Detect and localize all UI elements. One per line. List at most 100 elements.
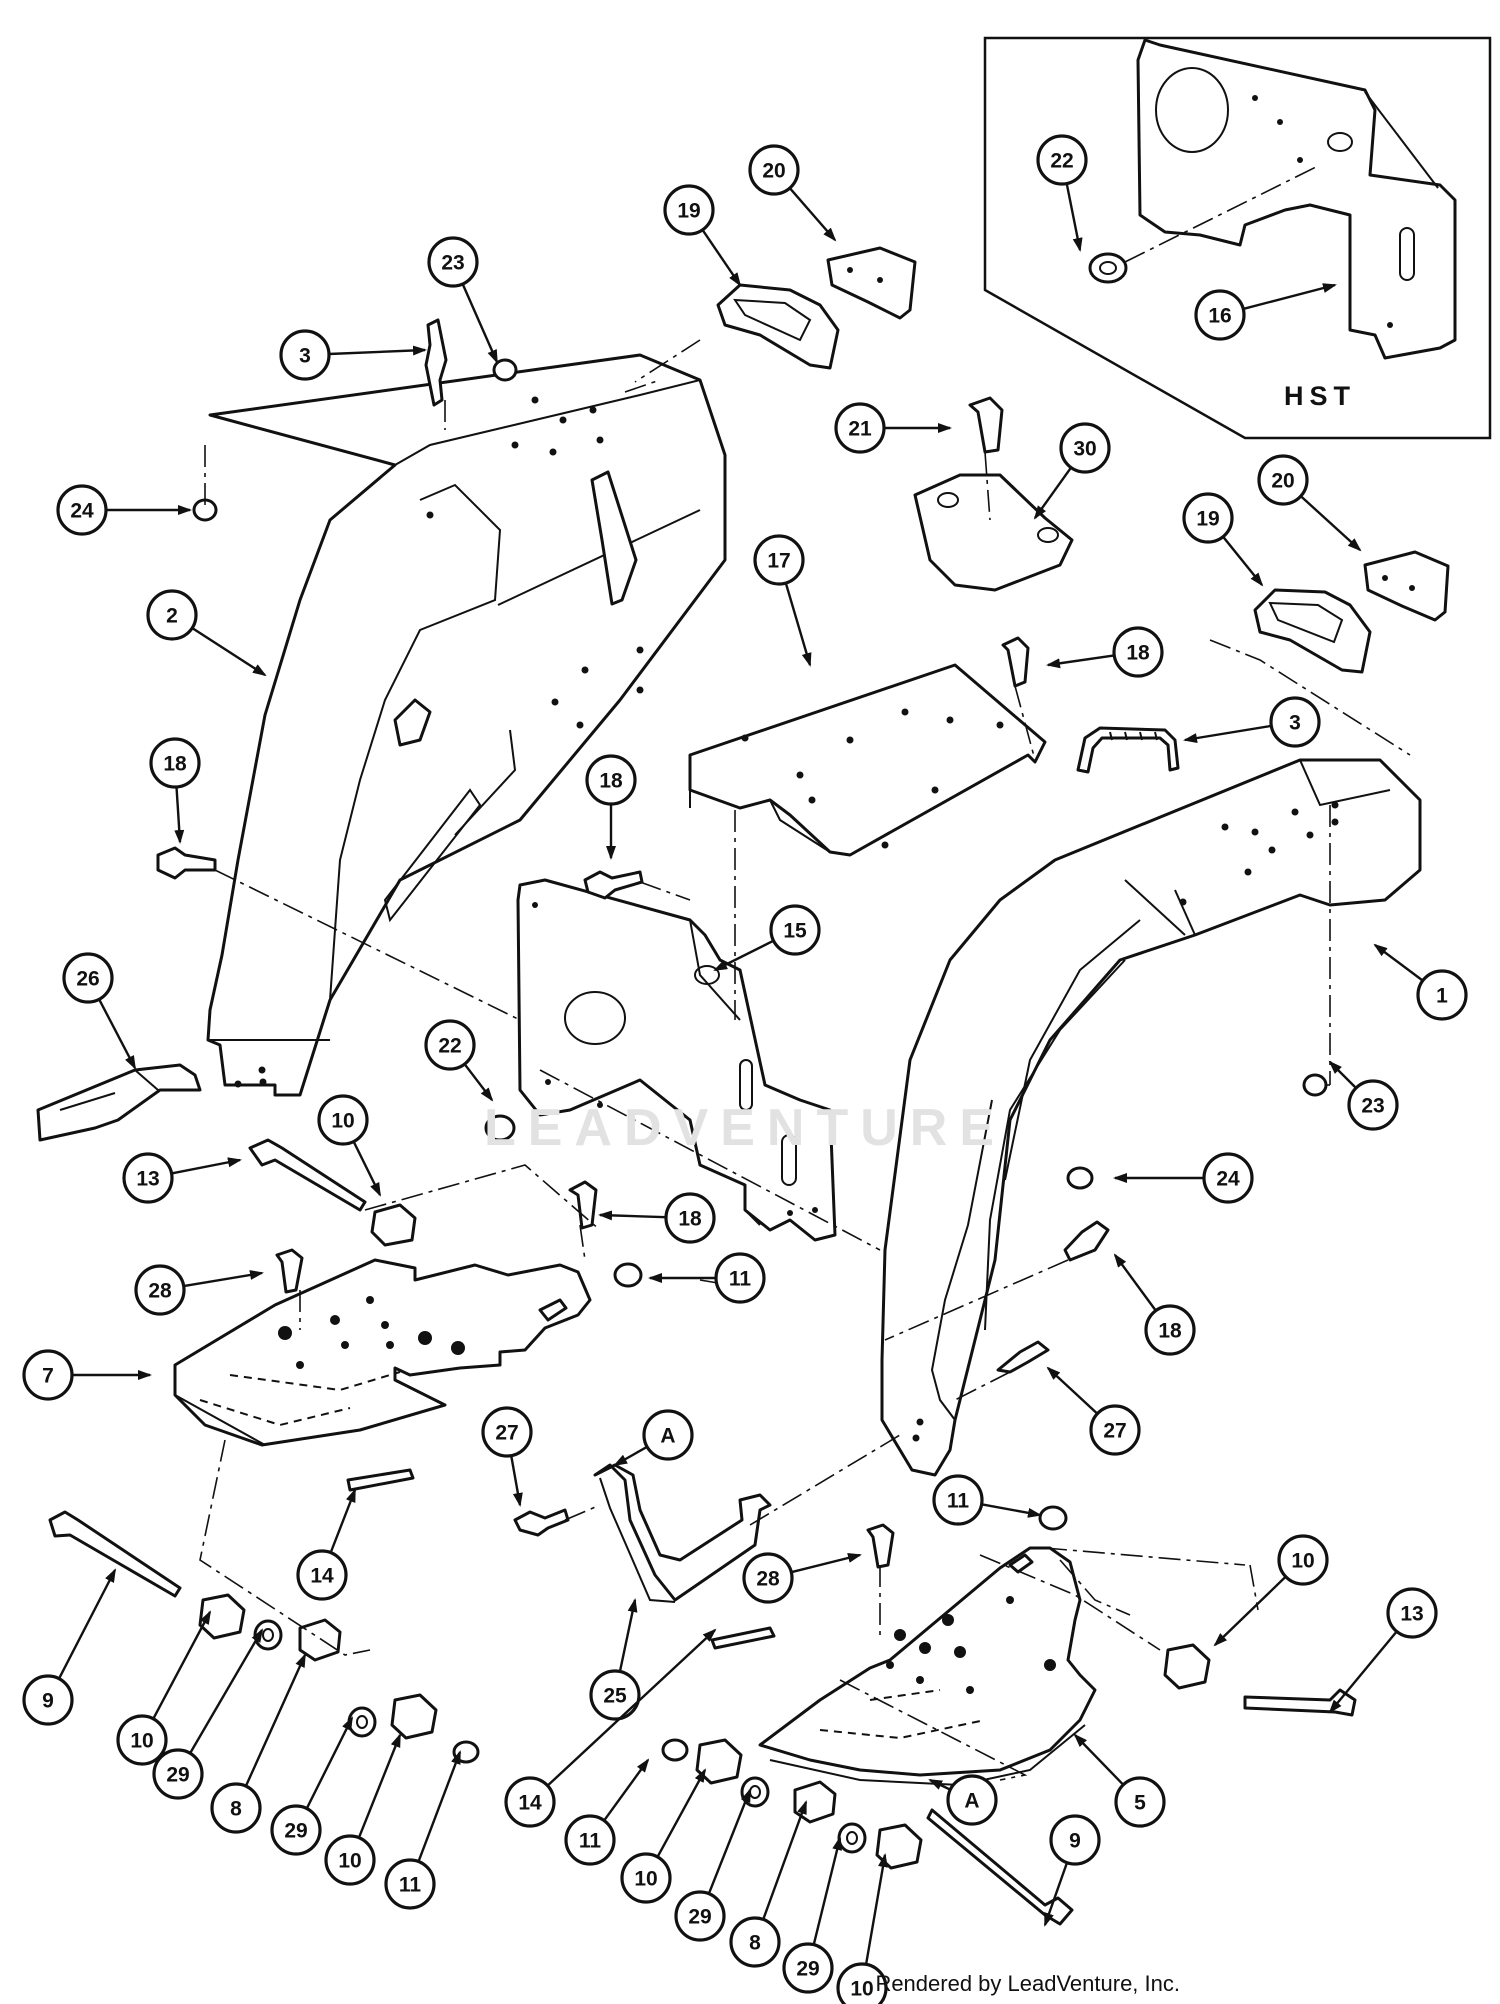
callout-number: 18 [1158,1320,1182,1343]
callout-c18c: 18 [585,754,637,860]
callout-leader-arrow [1033,466,1073,520]
callout-c13b: 13 [1328,1587,1438,1714]
callout-number: 19 [1196,508,1219,531]
callout-c27b: 27 [481,1406,533,1507]
callout-leader-arrow [328,345,427,356]
footer-credit: Rendered by LeadVenture, Inc. [875,1971,1180,1996]
callout-c19a: 19 [663,184,742,287]
callout-circle [834,402,886,454]
callout-leader-arrow [357,1733,402,1839]
callout-leader-arrow [305,1716,354,1810]
callout-c28b: 28 [742,1552,862,1604]
callout-number: 24 [1216,1168,1240,1191]
callout-c9a: 9 [22,1568,117,1726]
callout-circle [22,1349,74,1401]
callout-leader-arrow [98,998,137,1070]
callout-c11d: 11 [564,1758,650,1866]
callout-number: 9 [42,1690,54,1713]
callout-circle [589,1669,641,1721]
callout-leader-arrow [1046,654,1115,669]
callout-leader-arrow [174,786,185,844]
callout-c26: 26 [62,952,137,1070]
callout-c9b: 9 [1043,1814,1101,1927]
callout-leader-arrow [981,1503,1042,1518]
callout-c3b: 3 [1183,696,1321,748]
callout-circle [674,1890,726,1942]
callout-number: 18 [599,770,623,793]
callout-leader-arrow [352,1140,382,1197]
callout-leader-arrow [1328,1630,1398,1714]
callout-c16: 16 [1194,283,1337,341]
callout-circle [1089,1404,1141,1456]
callout-leader-arrow [1046,1366,1099,1415]
callout-c17: 17 [753,534,812,667]
callout-c18a: 18 [1046,626,1164,678]
callout-c3a: 3 [279,329,427,381]
callout-circle [1347,1079,1399,1131]
callout-circle [279,329,331,381]
callout-number: 1 [1436,985,1448,1008]
callout-number: 18 [678,1208,702,1231]
callout-circle [748,144,800,196]
callout-circle [642,1409,694,1461]
callout-number: 16 [1208,305,1231,328]
callout-number: 17 [767,550,790,573]
callout-c19b: 19 [1182,492,1264,587]
callout-circle [932,1474,984,1526]
left-fender [206,353,727,1097]
callout-c10f: 10 [836,1853,888,2004]
callout-circle [324,1834,376,1886]
callout-circle [296,1549,348,1601]
callout-circle [753,534,805,586]
callout-leader-arrow [510,1455,523,1507]
callout-circle [22,1674,74,1726]
callout-c2: 2 [146,589,267,677]
callout-c18b: 18 [149,737,201,844]
callout-circle [317,1094,369,1146]
callout-leader-arrow [656,1768,707,1858]
callout-circle [1036,134,1088,186]
callout-cAa: A [613,1409,694,1467]
callout-number: 2 [166,605,178,628]
callout-c10e: 10 [620,1768,707,1904]
callout-number: 10 [850,1978,873,2001]
handle-3-right [1076,726,1180,774]
callout-number: 13 [1400,1603,1423,1626]
callout-c1: 1 [1373,943,1468,1021]
callout-number: 15 [783,920,807,943]
callout-number: A [660,1425,675,1448]
callout-c10b: 10 [1213,1534,1329,1647]
callout-number: 11 [579,1830,602,1853]
callout-number: A [964,1790,979,1813]
callout-number: 10 [338,1850,361,1873]
callout-circle [585,754,637,806]
callout-leader-arrow [57,1568,117,1680]
callout-number: 10 [1291,1550,1314,1573]
hst-inset: HST [983,36,1492,440]
callout-leader-arrow [1113,1253,1157,1312]
callout-circle [481,1406,533,1458]
callout-c27a: 27 [1046,1366,1141,1456]
callout-number: 29 [688,1906,711,1929]
callout-circle [664,1192,716,1244]
callout-number: 10 [130,1730,153,1753]
callout-c28a: 28 [134,1264,264,1316]
callout-number: 11 [729,1268,752,1291]
callout-c29d: 29 [782,1836,842,1994]
hst-label: HST [1284,381,1356,411]
callout-number: 11 [399,1874,422,1897]
callout-circle [663,184,715,236]
callout-c22a: 22 [424,1019,494,1102]
callout-number: 8 [749,1932,761,1955]
callout-c23b: 23 [1328,1060,1399,1131]
callout-number: 19 [677,200,700,223]
callout-leader-arrow [1183,724,1272,743]
callout-number: 21 [848,418,872,441]
callout-number: 20 [762,160,785,183]
callout-number: 25 [603,1685,627,1708]
callout-number: 23 [441,252,464,275]
callout-number: 29 [796,1958,819,1981]
callout-number: 18 [163,753,187,776]
callout-cAb: A [928,1774,998,1826]
callout-circle [729,1916,781,1968]
